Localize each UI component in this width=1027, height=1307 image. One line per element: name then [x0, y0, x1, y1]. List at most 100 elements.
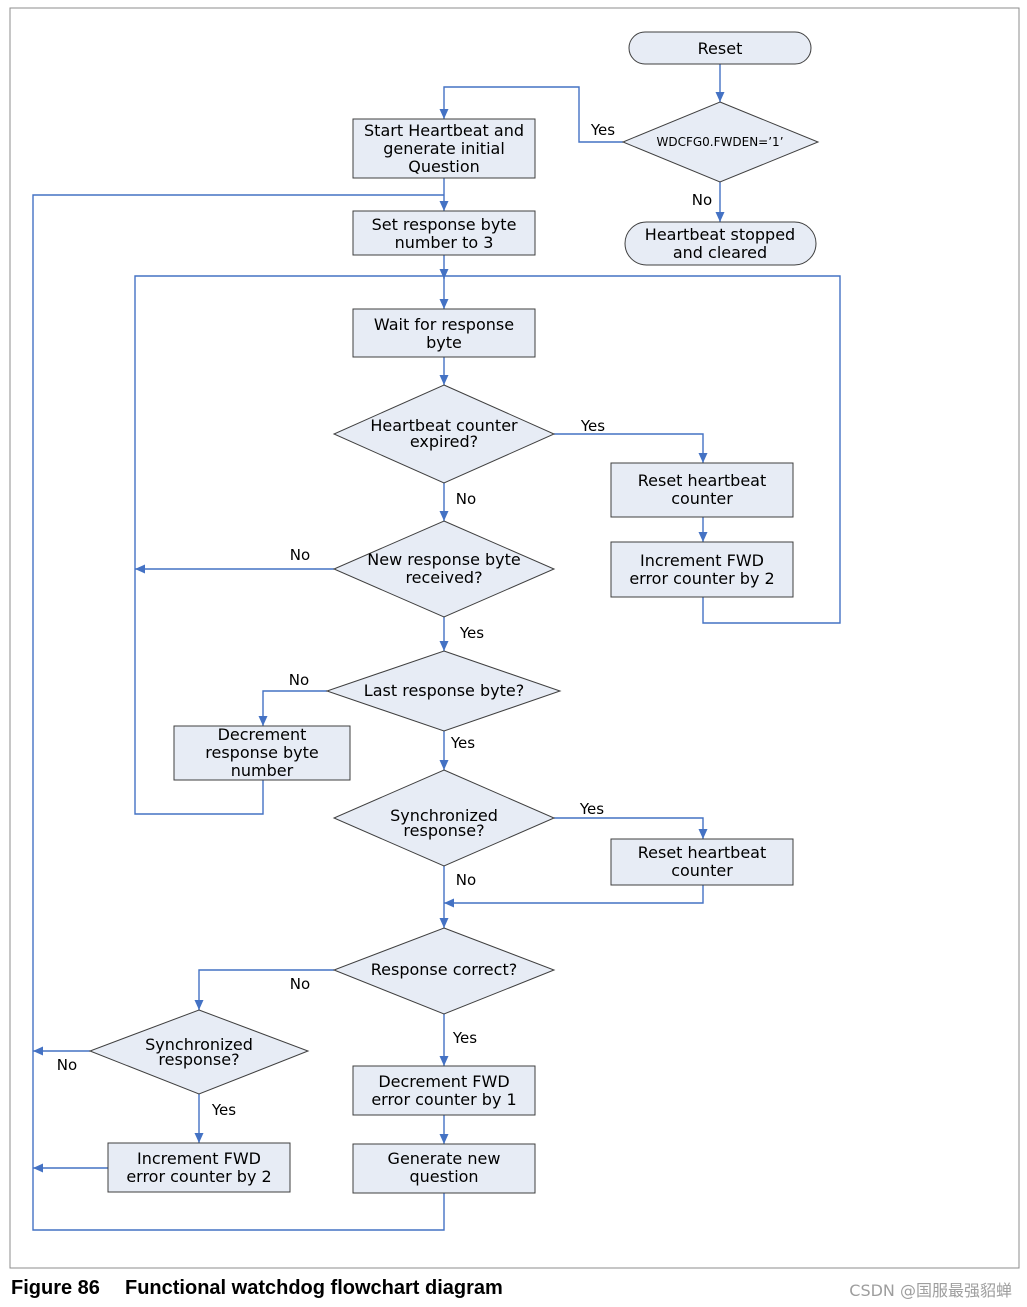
process-shape	[352, 308, 536, 358]
connector-decrement-byte-loop-back	[134, 275, 444, 815]
terminal-heartbeat-stopped: Heartbeat stopped and cleared	[624, 221, 817, 266]
decision-fwden-enabled: WDCFG0.FWDEN=’1’	[621, 101, 820, 183]
decision-response-correct: Response correct?	[332, 927, 556, 1015]
decision-synchronized-2: Synchronized response?	[88, 1009, 310, 1095]
decision-last-byte: Last response byte?	[325, 650, 562, 732]
decision-shape	[332, 384, 556, 484]
node-label-line: received?	[405, 568, 482, 587]
node-label-line: and cleared	[673, 243, 767, 262]
decision-new-byte-received: New response byte received?	[332, 520, 556, 618]
terminal-shape	[624, 221, 817, 266]
process-shape	[352, 210, 536, 256]
decision-shape	[621, 101, 820, 183]
node-label-line: Increment FWD	[137, 1149, 261, 1168]
node-label-line: Synchronized	[390, 806, 498, 825]
process-shape	[610, 541, 794, 598]
node-label-line: number to 3	[395, 233, 494, 252]
response-correct-no-label: No	[290, 975, 310, 993]
connector-response-correct-no-to-synchronized	[194, 969, 334, 1010]
node-label-line: response byte	[205, 743, 319, 762]
process-shape	[173, 725, 351, 781]
fwden-enabled-no-label: No	[692, 191, 712, 209]
node-label-line: response?	[403, 821, 484, 840]
node-label-line: counter	[671, 489, 733, 508]
node-label-line: expired?	[410, 432, 478, 451]
process-shape	[107, 1142, 291, 1193]
node-label-line: error counter by 2	[126, 1167, 271, 1186]
last-byte-yes-label: Yes	[450, 734, 475, 752]
node-label-line: Reset heartbeat	[638, 471, 767, 490]
decision-shape	[332, 927, 556, 1015]
new-byte-received-yes-label: Yes	[459, 624, 484, 642]
node-label-line: byte	[426, 333, 462, 352]
node-label-line: response?	[158, 1050, 239, 1069]
connector-last-byte-no-to-decrement-byte	[258, 690, 327, 726]
branch-labels: Yes No Yes No No Yes No Yes Yes No No Ye…	[57, 121, 712, 1119]
synchronized-2-yes-label: Yes	[211, 1101, 236, 1119]
node-label-line: counter	[671, 861, 733, 880]
node-label-line: number	[231, 761, 294, 780]
process-reset-heartbeat-1: Reset heartbeat counter	[610, 462, 794, 518]
figure-title: Functional watchdog flowchart diagram	[125, 1277, 503, 1299]
node-label-line: generate initial	[383, 139, 505, 158]
connector-increment-fwd-loop-back	[444, 275, 841, 624]
terminal-shape	[628, 31, 812, 65]
process-increment-fwd-2: Increment FWD error counter by 2	[107, 1142, 291, 1193]
figure-number: Figure 86	[11, 1277, 100, 1299]
synchronized-1-no-label: No	[456, 871, 476, 889]
node-label-line: Decrement FWD	[378, 1072, 509, 1091]
node-label-line: Generate new	[388, 1149, 501, 1168]
watermark: CSDN @国服最强貂蝉	[849, 1281, 1012, 1300]
terminal-reset: Reset	[628, 31, 812, 65]
response-correct-yes-label: Yes	[452, 1029, 477, 1047]
node-label-line: Heartbeat counter	[370, 416, 518, 435]
decision-synchronized-1: Synchronized response?	[332, 769, 556, 867]
connector-generate-question-outer-loop	[32, 194, 445, 1231]
node-label-line: Synchronized	[145, 1035, 253, 1054]
node-label-line: Question	[408, 157, 480, 176]
last-byte-no-label: No	[289, 671, 309, 689]
process-shape	[352, 1065, 536, 1116]
node-label-line: Heartbeat stopped	[645, 225, 795, 244]
process-reset-heartbeat-2: Reset heartbeat counter	[610, 838, 794, 886]
decision-shape	[325, 650, 562, 732]
process-shape	[610, 838, 794, 886]
node-label-line: question	[409, 1167, 478, 1186]
process-shape	[352, 1143, 536, 1194]
synchronized-2-no-label: No	[57, 1056, 77, 1074]
decision-shape	[332, 769, 556, 867]
node-label-line: Decrement	[218, 725, 307, 744]
node-label-line: Reset heartbeat	[638, 843, 767, 862]
process-decrement-fwd: Decrement FWD error counter by 1	[352, 1065, 536, 1116]
connector-reset-heartbeat-to-merge	[444, 885, 704, 908]
figure-frame	[9, 7, 1020, 1269]
process-set-response-byte: Set response byte number to 3	[352, 210, 536, 256]
node-label-line: Set response byte	[372, 215, 517, 234]
node-label-line: Wait for response	[374, 315, 514, 334]
connector-fwden-yes-to-start-heartbeat	[439, 86, 623, 143]
connectors	[32, 64, 841, 1231]
process-start-heartbeat: Start Heartbeat and generate initial Que…	[352, 118, 536, 179]
process-increment-fwd-1: Increment FWD error counter by 2	[610, 541, 794, 598]
decision-shape	[88, 1009, 310, 1095]
heartbeat-expired-yes-label: Yes	[580, 417, 605, 435]
process-shape	[610, 462, 794, 518]
node-label-line: Start Heartbeat and	[364, 121, 524, 140]
node-label-line: New response byte	[367, 550, 520, 569]
node-label-line: Last response byte?	[364, 681, 524, 700]
fwden-enabled-yes-label: Yes	[590, 121, 615, 139]
heartbeat-expired-no-label: No	[456, 490, 476, 508]
node-label-line: Reset	[698, 39, 743, 58]
node-label-line: error counter by 2	[629, 569, 774, 588]
node-label-line: WDCFG0.FWDEN=’1’	[656, 135, 783, 149]
node-label-line: Increment FWD	[640, 551, 764, 570]
synchronized-1-yes-label: Yes	[579, 800, 604, 818]
node-label-line: Response correct?	[371, 960, 517, 979]
connector-synchronized-yes-to-reset-heartbeat	[554, 817, 708, 839]
decision-heartbeat-expired: Heartbeat counter expired?	[332, 384, 556, 484]
process-decrement-response-byte: Decrement response byte number	[173, 725, 351, 781]
connector-heartbeat-expired-yes-to-reset-heartbeat	[554, 433, 708, 463]
decision-shape	[332, 520, 556, 618]
process-generate-question: Generate new question	[352, 1143, 536, 1194]
